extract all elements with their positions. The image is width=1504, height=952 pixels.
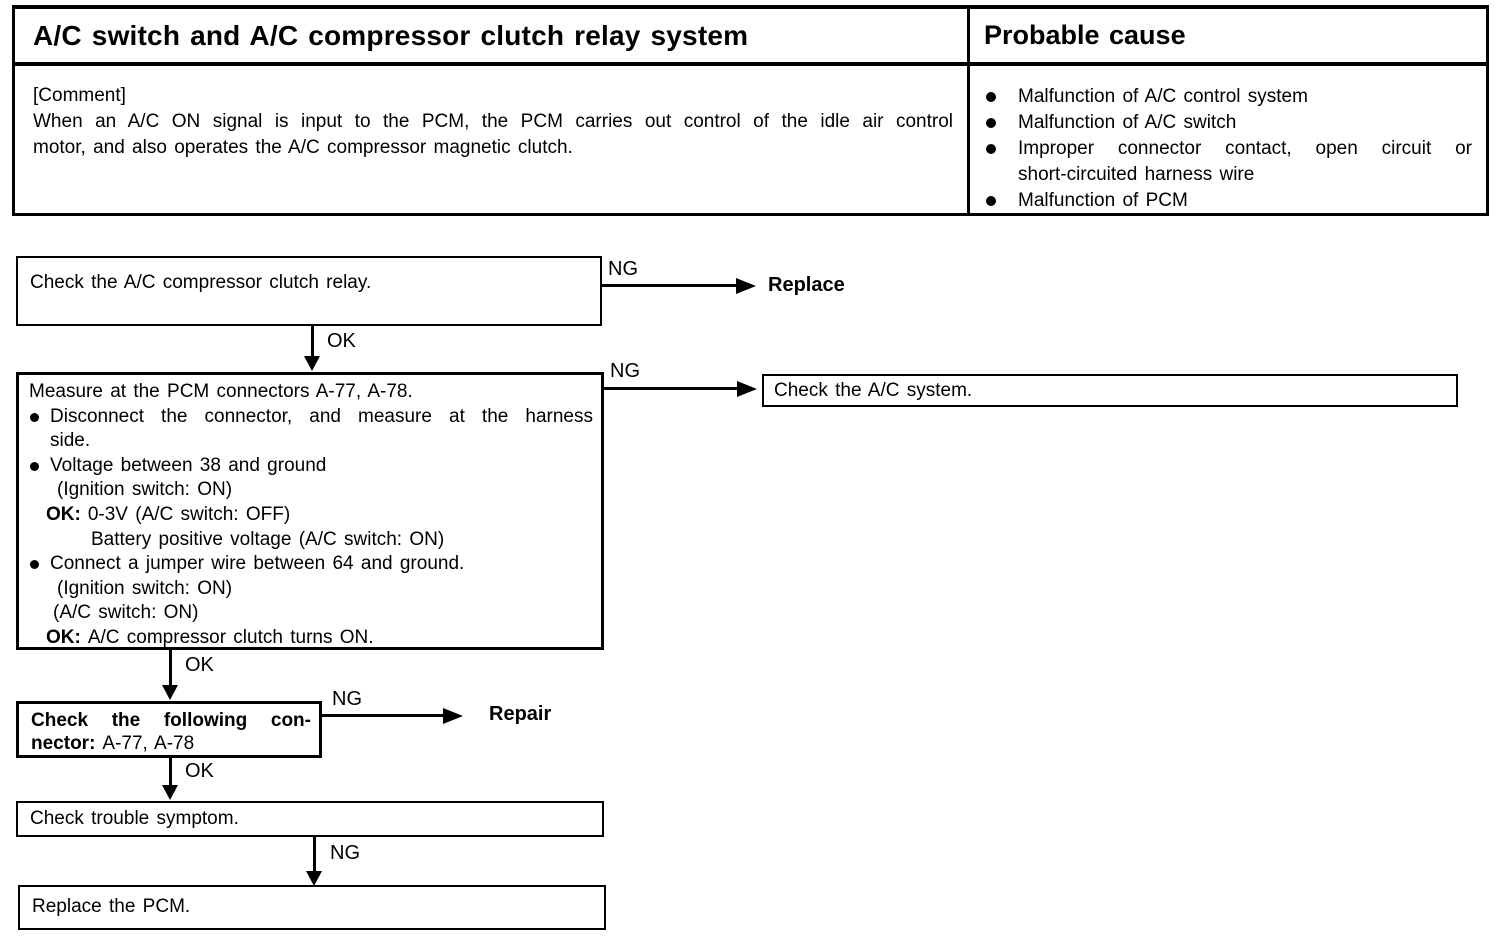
condition-line: (Ignition switch: ON)	[57, 479, 233, 501]
bullet-icon	[980, 136, 1018, 188]
bullet-icon	[980, 84, 1018, 110]
probable-cause-title-cell: Probable cause	[970, 9, 1486, 66]
flow-step-line2-bold: nector:	[31, 733, 96, 754]
connector-line	[603, 387, 737, 390]
bullet-icon	[980, 110, 1018, 136]
bullet-icon	[29, 552, 50, 577]
bullet-icon	[29, 405, 50, 454]
flow-step-measure-pcm: Measure at the PCM connectors A-77, A-78…	[16, 372, 604, 650]
replace-action-label: Replace	[768, 274, 845, 296]
connector-line	[311, 326, 314, 357]
condition-line: (Ignition switch: ON)	[57, 577, 233, 599]
cause-item: Malfunction of A/C control system	[980, 84, 1474, 110]
flow-step-line2-rest: A-77, A-78	[102, 733, 195, 754]
cause-text: Malfunction of A/C control system	[1018, 86, 1308, 107]
system-title: A/C switch and A/C compressor clutch rel…	[33, 19, 749, 51]
ok-result-label: OK:	[46, 503, 81, 525]
ok-result-label: OK:	[46, 626, 81, 648]
bullet-icon	[29, 454, 50, 479]
flow-bullet-item: Voltage between 38 and ground	[29, 454, 593, 479]
ok-result-line: OK: A/C compressor clutch turns ON.	[46, 626, 593, 651]
cause-text: Malfunction of A/C switch	[1018, 112, 1237, 133]
ok-label: OK	[185, 760, 214, 782]
arrowhead-right-icon	[736, 278, 756, 294]
arrowhead-down-icon	[306, 871, 322, 886]
repair-action-label: Repair	[489, 703, 552, 725]
flow-step-check-connector: Check the following con- nector: A-77, A-…	[16, 701, 322, 758]
flow-bullet-item: Connect a jumper wire between 64 and gro…	[29, 552, 593, 577]
flow-bullet-item: Disconnect the connector, and measure at…	[29, 405, 593, 454]
cause-text-line1: Improper connector contact, open circuit…	[1018, 138, 1472, 159]
comment-line1: When an A/C ON signal is input to the PC…	[33, 111, 953, 132]
connector-line	[169, 650, 172, 686]
flow-result-check-ac-system: Check the A/C system.	[762, 374, 1458, 407]
cause-item: Malfunction of A/C switch	[980, 110, 1474, 136]
arrowhead-down-icon	[162, 685, 178, 700]
ng-label: NG	[330, 842, 360, 864]
flow-step-replace-pcm: Replace the PCM.	[18, 885, 606, 930]
flow-step-title: Measure at the PCM connectors A-77, A-78…	[29, 381, 413, 402]
arrowhead-right-icon	[443, 708, 463, 724]
cause-text-line2: short-circuited harness wire	[1018, 164, 1255, 185]
condition-line: (A/C switch: ON)	[53, 602, 199, 624]
comment-cell: [Comment] When an A/C ON signal is input…	[15, 66, 970, 214]
flow-step-text: Check the A/C system.	[774, 380, 973, 401]
comment-tag: [Comment]	[33, 85, 126, 106]
cause-text: Improper connector contact, open circuit…	[1018, 136, 1474, 188]
ng-label: NG	[332, 688, 362, 710]
probable-cause-list: Malfunction of A/C control system Malfun…	[970, 66, 1486, 214]
cause-item: Malfunction of PCM	[980, 188, 1474, 214]
arrowhead-right-icon	[737, 381, 757, 397]
flow-step-text: Replace the PCM.	[32, 896, 191, 917]
flow-step-check-trouble-symptom: Check trouble symptom.	[16, 801, 604, 837]
arrowhead-down-icon	[304, 356, 320, 371]
connector-line	[169, 757, 172, 786]
connector-line	[602, 284, 737, 287]
ok-result-continued: Battery positive voltage (A/C switch: ON…	[91, 528, 445, 550]
bullet-line2: side.	[50, 430, 91, 452]
connector-line	[313, 837, 316, 872]
arrowhead-down-icon	[162, 785, 178, 800]
bullet-icon	[980, 188, 1018, 214]
ng-label: NG	[610, 360, 640, 382]
flow-step-check-relay: Check the A/C compressor clutch relay.	[16, 256, 602, 326]
flow-step-line1: Check the following con-	[31, 710, 311, 731]
ng-label: NG	[608, 258, 638, 280]
bullet-line1: Disconnect the connector, and measure at…	[50, 405, 593, 427]
info-table: A/C switch and A/C compressor clutch rel…	[12, 5, 1489, 216]
flow-step-line2: nector: A-77, A-78	[31, 733, 194, 754]
flow-step-text: Check the A/C compressor clutch relay.	[30, 272, 372, 293]
ok-label: OK	[185, 654, 214, 676]
ok-label: OK	[327, 330, 356, 352]
flow-bullet-text: Voltage between 38 and ground	[50, 454, 327, 476]
connector-line	[322, 714, 444, 717]
comment-line2: motor, and also operates the A/C compres…	[33, 137, 573, 158]
flow-step-text: Check trouble symptom.	[30, 808, 239, 829]
system-title-cell: A/C switch and A/C compressor clutch rel…	[15, 9, 970, 66]
ok-result-line: OK: 0-3V (A/C switch: OFF)	[46, 503, 593, 528]
flow-bullet-text: Disconnect the connector, and measure at…	[50, 405, 593, 454]
flow-bullet-text: Connect a jumper wire between 64 and gro…	[50, 553, 465, 575]
ok-result-value: A/C compressor clutch turns ON.	[87, 626, 374, 648]
cause-text: Malfunction of PCM	[1018, 190, 1188, 211]
probable-cause-title: Probable cause	[984, 20, 1186, 50]
ok-result-value: 0-3V (A/C switch: OFF)	[87, 503, 291, 525]
cause-item: Improper connector contact, open circuit…	[980, 136, 1474, 188]
